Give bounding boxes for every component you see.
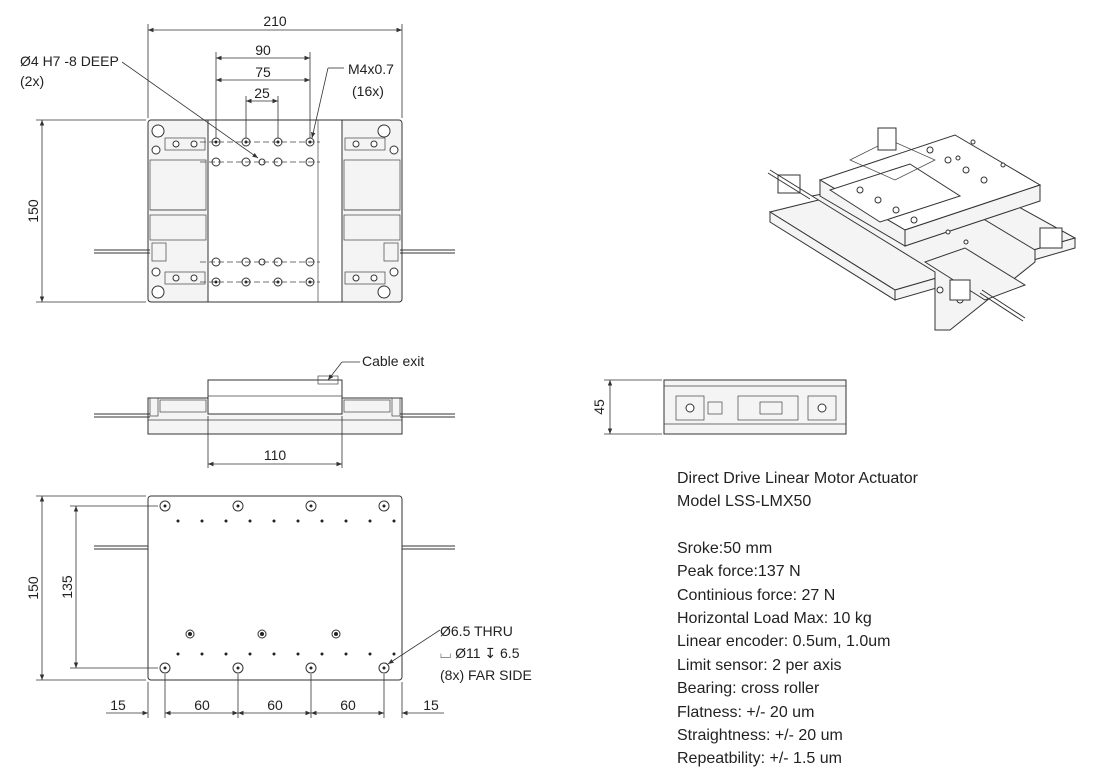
spec-continuous-force: Continious force: 27 N: [677, 586, 836, 604]
bottom-view: 150 135 15 60 60 60 15 Ø6.5 THRU ⌴ Ø11 ↧…: [25, 495, 532, 718]
callout-thru: Ø6.5 THRU: [440, 623, 513, 639]
dim-pattern-inner: 25: [254, 85, 270, 101]
spec-peak-force: Peak force:137 N: [677, 563, 801, 581]
dim-pitch-2: 60: [267, 697, 283, 713]
dim-pitch-3: 60: [340, 697, 356, 713]
spec-title: Direct Drive Linear Motor Actuator: [677, 470, 918, 487]
callout-thread: M4x0.7: [348, 61, 394, 77]
callout-cbore: ⌴ Ø11 ↧ 6.5: [440, 645, 520, 661]
side-view: Cable exit 110: [94, 353, 455, 468]
dim-edge-left: 15: [110, 697, 126, 713]
dim-pattern-mid: 75: [255, 64, 271, 80]
spec-stroke: Sroke:50 mm: [677, 539, 773, 557]
spec-load-max: Horizontal Load Max: 10 kg: [677, 610, 872, 628]
dim-edge-right: 15: [423, 697, 439, 713]
callout-pin-hole-qty: (2x): [20, 73, 44, 89]
spec-repeatability: Repeatbility: +/- 1.5 um: [677, 750, 842, 768]
spec-flatness: Flatness: +/- 20 um: [677, 703, 815, 721]
spec-linear-encoder: Linear encoder: 0.5um, 1.0um: [677, 633, 891, 651]
cable-exit-label: Cable exit: [362, 353, 424, 369]
end-view: 45: [591, 379, 847, 435]
callout-pin-hole: Ø4 H7 -8 DEEP: [20, 53, 119, 69]
dim-height: 150: [25, 199, 41, 223]
dim-bottom-height: 150: [25, 576, 41, 600]
spec-model: Model LSS-LMX50: [677, 493, 812, 511]
dim-width: 210: [263, 13, 287, 29]
callout-qty: (8x) FAR SIDE: [440, 667, 532, 683]
callout-thread-qty: (16x): [352, 83, 384, 99]
dim-pattern-outer: 90: [255, 42, 271, 58]
spec-limit-sensor: Limit sensor: 2 per axis: [677, 656, 842, 674]
dim-carriage-width: 110: [264, 447, 287, 463]
mounting-holes: [159, 500, 390, 674]
spec-straightness: Straightness: +/- 20 um: [677, 727, 843, 745]
spec-list: Direct Drive Linear Motor Actuator Model…: [677, 467, 918, 771]
spec-bearing: Bearing: cross roller: [677, 680, 820, 698]
isometric-view: [767, 127, 1077, 331]
dim-pitch-1: 60: [194, 697, 210, 713]
dim-end-height: 45: [591, 399, 607, 415]
dim-hole-pitch: 135: [59, 575, 75, 599]
top-view: 210 90 75 25 150 Ø4 H7 -8 DEEP (2x) M4x0…: [20, 13, 455, 303]
